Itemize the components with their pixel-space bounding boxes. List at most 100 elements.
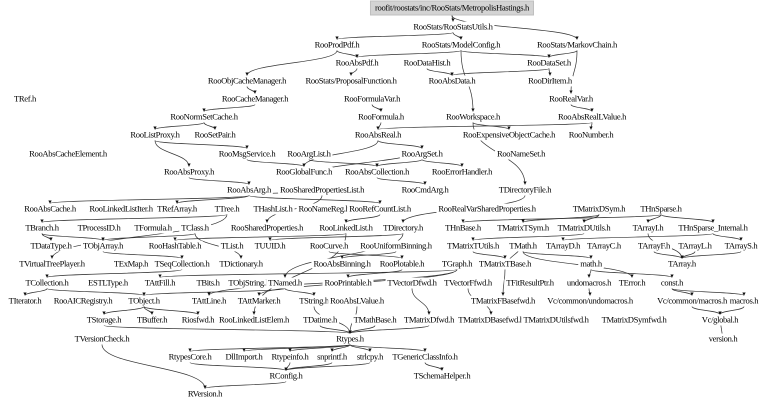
header-node[interactable]: TBits.h [194,277,222,289]
header-node[interactable]: TSchemaHelper.h [411,370,473,382]
header-node[interactable]: TVectorDfwd.h [385,277,439,289]
header-node[interactable]: TArrayL.h [676,240,714,252]
header-node[interactable]: RooHashTable.h [146,240,204,252]
header-node[interactable]: TFitResultPtr.h [504,277,556,289]
header-node[interactable]: RooUniformBinning.h [358,240,434,252]
header-node[interactable]: TBuffer.h [134,314,170,326]
header-node[interactable]: version.h [706,333,740,345]
header-node[interactable]: TList.h [218,240,246,252]
header-node[interactable]: RVersion.h [185,388,225,400]
header-node[interactable]: TMatrixDfwd.h [401,314,457,326]
header-node[interactable]: RooCurve.h [307,240,351,252]
header-node[interactable]: TObject.h [126,295,162,307]
header-node[interactable]: RooExpensiveObjectCache.h [460,129,558,141]
header-node[interactable]: RooAbsData.h [426,75,478,87]
header-node[interactable]: THnBase.h [443,222,483,234]
header-node[interactable]: RooWorkspace.h [444,111,502,123]
header-node[interactable]: TSeqCollection.h [152,258,212,270]
header-node[interactable]: TDirectory.h [381,222,425,234]
header-node[interactable]: RooDirItem.h [526,75,574,87]
header-node[interactable]: TMatrixTUtils.h [445,240,501,252]
header-node[interactable]: RooAbsCacheElement.h [27,148,109,160]
root-file-node[interactable]: roofit/roostats/inc/RooStats/MetropolisH… [369,0,535,16]
header-node[interactable]: RooRealVar.h [547,93,595,105]
header-node[interactable]: TMatrixTSym.h [495,222,551,234]
header-node[interactable]: TRef.h [11,93,39,105]
header-node[interactable]: TAttLine.h [189,295,229,307]
header-node[interactable]: RooNameSet.h [494,148,548,160]
header-node[interactable]: TExMap.h [111,258,151,270]
header-node[interactable]: RooFormula.h [356,111,406,123]
header-node[interactable]: TMatrixDSymfwd.h [599,314,669,326]
header-node[interactable]: THnSparse_Internal.h [676,222,750,234]
header-node[interactable]: RooListProxy.h [128,129,182,141]
header-node[interactable]: TMatrixDUtils.h [555,222,613,234]
header-node[interactable]: RooRefCountList.h [347,203,413,215]
header-node[interactable]: TAttFill.h [142,277,178,289]
header-node[interactable]: RtypesCore.h [166,351,214,363]
header-node[interactable]: Rtypeinfo.h [269,351,311,363]
header-node[interactable]: RooLinkedList.h [317,222,375,234]
header-node[interactable]: RooAbsPdf.h [333,57,381,69]
header-node[interactable]: RooAbsProxy.h [161,166,217,178]
header-node[interactable]: TArrayS.h [722,240,760,252]
header-node[interactable]: TString.h [297,295,331,307]
header-node[interactable]: RConfig.h [267,370,305,382]
header-node[interactable]: TMath.h [507,240,539,252]
header-node[interactable]: RooStats/MarkovChain.h [535,39,619,51]
header-node[interactable]: TArrayD.h [543,240,583,252]
header-node[interactable]: RooRealVarSharedProperties.h [436,203,538,215]
header-node[interactable]: TMatrixTBase.h [476,258,534,270]
header-node[interactable]: RooArgList.h [285,148,333,160]
header-node[interactable]: TRefArray.h [155,203,199,215]
header-node[interactable]: macros.h [727,295,761,307]
header-node[interactable]: math.h [578,258,604,270]
header-node[interactable]: TTree.h [212,203,242,215]
header-node[interactable]: strlcpy.h [354,351,386,363]
header-node[interactable]: snprintf.h [315,351,349,363]
header-node[interactable]: TMatrixDBasefwd.h [456,314,526,326]
header-node[interactable]: TGenericClassInfo.h [390,351,460,363]
header-node[interactable]: TVectorFfwd.h [442,277,494,289]
header-node[interactable]: TIterator.h [6,295,44,307]
header-node[interactable]: RooProdPdf.h [312,39,362,51]
header-node[interactable]: RooSetPair.h [192,129,238,141]
header-node[interactable]: TArray.h [666,258,698,270]
header-node[interactable]: TDataType.h [28,240,74,252]
header-node[interactable]: RooAbsBinning.h [311,258,373,270]
header-node[interactable]: RooMsgService.h [216,148,278,160]
header-node[interactable]: Vc/global.h [699,314,741,326]
header-node[interactable]: Riosfwd.h [179,314,217,326]
header-node[interactable]: TError.h [616,277,648,289]
header-node[interactable]: TDatime.h [301,314,339,326]
header-node[interactable]: Vc/common/undomacros.h [545,295,635,307]
header-node[interactable]: RooSharedProperties.h [228,222,306,234]
header-node[interactable]: TClass.h [179,222,211,234]
header-node[interactable]: RooAbsLValue.h [328,295,386,307]
header-node[interactable]: THnSparse.h [638,203,684,215]
header-node[interactable]: TStorage.h [84,314,124,326]
header-node[interactable]: TMatrixFBasefwd.h [469,295,537,307]
header-node[interactable]: TMatrixDUtilsfwd.h [521,314,591,326]
header-node[interactable]: RooStats/RooStatsUtils.h [411,21,495,33]
header-node[interactable]: TNamed.h [266,277,304,289]
header-node[interactable]: TArrayI.h [630,222,666,234]
header-node[interactable]: TProcessID.h [75,222,123,234]
header-node[interactable]: DllImport.h [223,351,265,363]
header-node[interactable]: TMatrixDSym.h [570,203,628,215]
header-node[interactable]: TDirectoryFile.h [496,184,554,196]
header-node[interactable]: TBranch.h [23,222,61,234]
header-node[interactable]: RooSharedPropertiesList.h [277,184,367,196]
header-node[interactable]: Vc/common/macros.h [655,295,729,307]
header-node[interactable]: RooErrorHandler.h [429,166,495,178]
header-node[interactable]: RooPrintable.h [322,277,374,289]
header-node[interactable]: TObjArray.h [80,240,126,252]
header-node[interactable]: RooStats/ProposalFunction.h [303,75,399,87]
header-node[interactable]: Rtypes.h [334,333,366,345]
header-node[interactable]: RooAbsRealLValue.h [555,111,629,123]
header-node[interactable]: TVersionCheck.h [72,333,132,345]
header-node[interactable]: RooAbsArg.h [225,184,273,196]
header-node[interactable]: RooCacheManager.h [219,93,291,105]
header-node[interactable]: RooAbsCache.h [22,203,78,215]
header-node[interactable]: TAttMarker.h [235,295,283,307]
